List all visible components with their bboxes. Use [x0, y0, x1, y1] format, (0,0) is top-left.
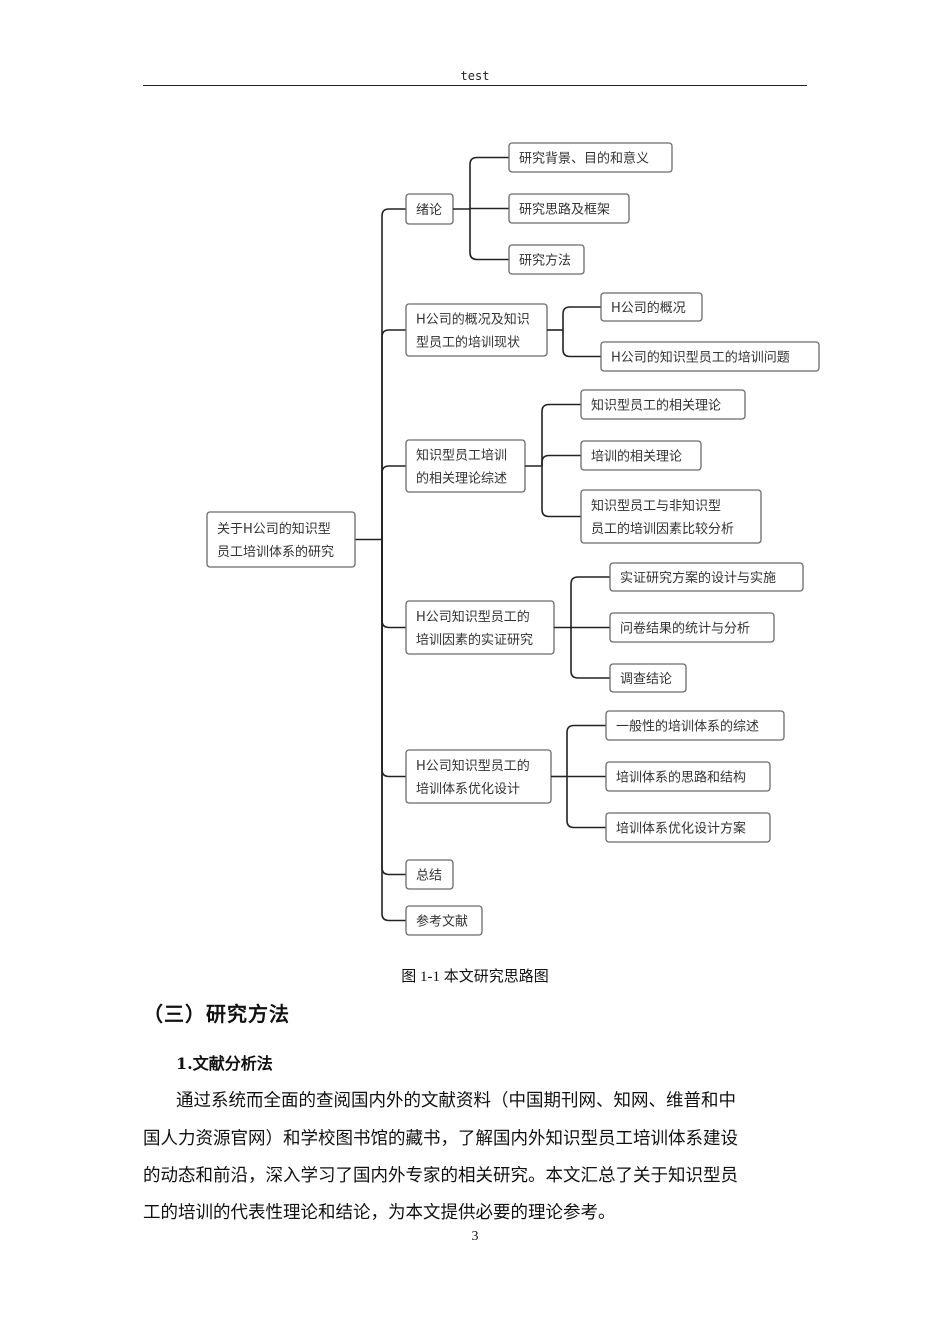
connector-line	[541, 403, 581, 466]
node-label: 问卷结果的统计与分析	[620, 621, 750, 637]
node-label: H公司的知识型员工的培训问题	[611, 350, 790, 366]
leaf-node: 培训的相关理论	[580, 440, 702, 471]
leaf-node: H公司的概况	[600, 292, 703, 322]
node-box	[580, 389, 746, 420]
node-label: 参考文献	[416, 914, 468, 930]
branch-node: 绪论	[405, 193, 454, 225]
header-rule	[143, 85, 807, 86]
node-box	[580, 489, 762, 544]
node-box	[609, 562, 804, 592]
node-label: 的相关理论综述	[416, 471, 507, 487]
node-label: 研究方法	[519, 253, 571, 269]
leaf-node: 研究思路及框架	[508, 193, 630, 224]
leaf-node: 知识型员工的相关理论	[580, 389, 746, 420]
node-box	[600, 292, 703, 322]
connector-line	[541, 454, 581, 466]
node-label: 培训的相关理论	[591, 449, 682, 465]
node-label: H公司的概况	[611, 300, 686, 316]
node-label: 培训因素的实证研究	[416, 632, 533, 648]
paragraph-line: 工的培训的代表性理论和结论，为本文提供必要的理论参考。	[143, 1203, 616, 1223]
connector-line	[566, 724, 606, 777]
node-box	[508, 142, 673, 173]
leaf-node: 一般性的培训体系的综述	[605, 710, 785, 741]
page-number: 3	[471, 1229, 479, 1244]
connector-line	[469, 209, 509, 261]
node-box	[405, 859, 454, 890]
branch-node: 总结	[405, 859, 454, 890]
figure-caption: 图 1-1 本文研究思路图	[401, 969, 549, 985]
node-label: 关于H公司的知识型	[217, 521, 331, 537]
connector-line	[562, 330, 601, 358]
node-box	[609, 612, 775, 643]
section-heading: （三）研究方法	[143, 1002, 290, 1026]
node-label: 实证研究方案的设计与实施	[620, 570, 776, 586]
leaf-node: 调查结论	[609, 663, 687, 693]
node-label: 型员工的培训现状	[416, 335, 520, 351]
node-label: 培训体系的思路和结构	[616, 770, 746, 786]
paragraph-line: 国人力资源官网）和学校图书馆的藏书，了解国内外知识型员工培训体系建设	[143, 1129, 738, 1149]
node-label: 一般性的培训体系的综述	[616, 719, 759, 735]
branch-node: 参考文献	[405, 905, 483, 936]
connector-line	[381, 208, 406, 540]
connector-line	[381, 539, 406, 876]
leaf-node: 研究背景、目的和意义	[508, 142, 673, 173]
node-label: 调查结论	[620, 672, 672, 687]
connector-line	[562, 306, 601, 330]
node-label: H公司知识型员工的	[416, 609, 530, 625]
node-label: 研究思路及框架	[519, 202, 610, 218]
connector-line	[570, 627, 610, 679]
connector-line	[381, 465, 406, 540]
node-label: 研究背景、目的和意义	[519, 151, 649, 167]
connector-line	[469, 156, 509, 209]
node-label: 员工的培训因素比较分析	[591, 521, 734, 537]
paragraph-line: 通过系统而全面的查阅国内外的文献资料（中国期刊网、知网、维普和中	[176, 1091, 736, 1111]
connector-line	[570, 576, 610, 628]
leaf-node: 培训体系的思路和结构	[605, 761, 771, 792]
node-box	[605, 761, 771, 792]
page-header: test	[460, 69, 490, 83]
node-label: 知识型员工的相关理论	[591, 398, 721, 414]
node-box	[600, 341, 820, 372]
connector-line	[381, 539, 406, 778]
connector-line	[381, 539, 406, 629]
node-label: 绪论	[416, 203, 442, 218]
leaf-node: H公司的知识型员工的培训问题	[600, 341, 820, 372]
connector-line	[381, 539, 406, 922]
leaf-node: 实证研究方案的设计与实施	[609, 562, 804, 592]
node-box	[206, 511, 356, 568]
node-label: H公司的概况及知识	[416, 312, 530, 328]
node-label: 员工培训体系的研究	[217, 544, 334, 560]
paragraph-line: 的动态和前沿，深入学习了国内外专家的相关研究。本文汇总了关于知识型员	[143, 1166, 738, 1186]
node-box	[605, 710, 785, 741]
leaf-node: 培训体系优化设计方案	[605, 812, 771, 843]
connector-line	[541, 466, 581, 518]
node-label: 培训体系优化设计	[416, 781, 520, 797]
node-box	[609, 663, 687, 693]
leaf-node: 问卷结果的统计与分析	[609, 612, 775, 643]
node-box	[508, 193, 630, 224]
node-box	[605, 812, 771, 843]
node-label: 知识型员工与非知识型	[591, 498, 721, 514]
node-box	[508, 244, 585, 275]
connector-line	[381, 329, 406, 540]
leaf-node: 研究方法	[508, 244, 585, 275]
node-box	[405, 905, 483, 936]
node-box	[580, 440, 702, 471]
node-label: 知识型员工培训	[416, 448, 507, 464]
node-label: H公司知识型员工的	[416, 758, 530, 774]
subsection-heading: 1.文献分析法	[176, 1054, 273, 1073]
node-label: 总结	[416, 869, 442, 884]
node-label: 培训体系优化设计方案	[616, 821, 746, 837]
connector-line	[566, 776, 606, 829]
